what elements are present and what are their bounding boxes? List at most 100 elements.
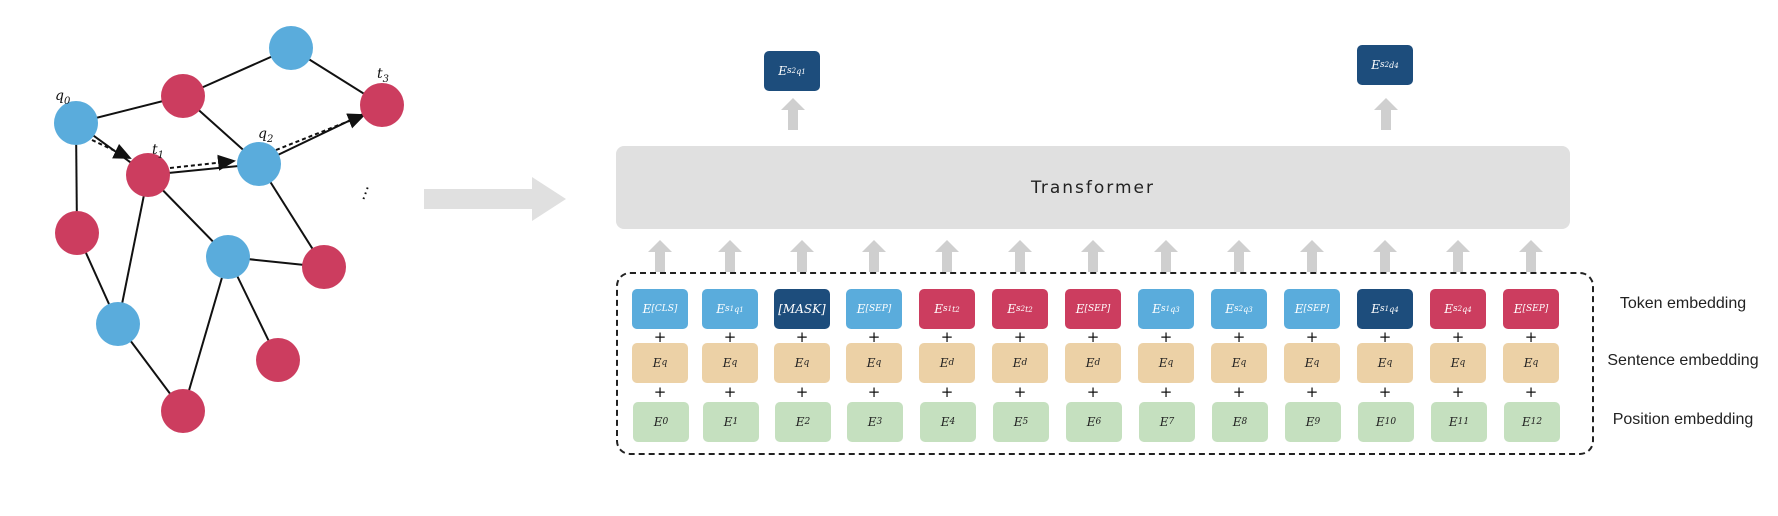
- up-arrow-icon: [1519, 240, 1543, 272]
- plus-sign: +: [1451, 328, 1465, 346]
- node-t3: [360, 83, 404, 127]
- embedding-container: [616, 272, 1594, 455]
- up-arrow-icon: [1008, 240, 1032, 272]
- plus-sign: +: [1232, 383, 1246, 401]
- knowledge-graph: q0 t1 q2 t3 ⋯: [54, 26, 404, 433]
- ellipsis-label: ⋯: [353, 182, 376, 204]
- up-arrow-icon: [1374, 98, 1398, 130]
- node-red: [161, 389, 205, 433]
- plus-sign: +: [1524, 383, 1538, 401]
- plus-sign: +: [1305, 328, 1319, 346]
- transformer-block: Transformer: [616, 146, 1570, 229]
- plus-sign: +: [1524, 328, 1538, 346]
- plus-sign: +: [1086, 383, 1100, 401]
- plus-sign: +: [1378, 328, 1392, 346]
- label-q0: q0: [55, 88, 71, 107]
- node-red: [256, 338, 300, 382]
- plus-sign: +: [1013, 328, 1027, 346]
- token-embedding-label: Token embedding: [1619, 295, 1747, 312]
- big-right-arrow-icon: [424, 177, 566, 221]
- walk-arrow: [169, 154, 236, 171]
- token-embedding: E[SEP]: [1503, 289, 1559, 329]
- node-blue: [269, 26, 313, 70]
- up-arrow-icon: [1154, 240, 1178, 272]
- plus-sign: +: [653, 383, 667, 401]
- up-arrow-icon: [935, 240, 959, 272]
- up-arrow-icon: [1227, 240, 1251, 272]
- plus-sign: +: [867, 328, 881, 346]
- up-arrow-icon: [718, 240, 742, 272]
- token-embedding: E[SEP]: [846, 289, 902, 329]
- node-q0: [54, 101, 98, 145]
- up-arrow-icon: [1081, 240, 1105, 272]
- plus-sign: +: [940, 328, 954, 346]
- plus-sign: +: [795, 328, 809, 346]
- walk-arrow: [91, 139, 132, 159]
- label-q2: q2: [258, 126, 273, 145]
- up-arrow-icon: [1373, 240, 1397, 272]
- up-arrow-icon: [648, 240, 672, 272]
- plus-sign: +: [867, 383, 881, 401]
- token-embedding: E[SEP]: [1284, 289, 1340, 329]
- up-arrow-icon: [1300, 240, 1324, 272]
- label-t3: t3: [377, 66, 389, 85]
- up-arrow-icon: [790, 240, 814, 272]
- plus-sign: +: [1086, 328, 1100, 346]
- graph-edges: [75, 47, 383, 412]
- sentence-embedding-label: Sentence embedding: [1607, 352, 1759, 369]
- plus-sign: +: [1305, 383, 1319, 401]
- plus-sign: +: [723, 383, 737, 401]
- plus-sign: +: [1159, 328, 1173, 346]
- walk-arrow: [275, 113, 366, 151]
- plus-sign: +: [1451, 383, 1465, 401]
- plus-sign: +: [653, 328, 667, 346]
- plus-sign: +: [1159, 383, 1173, 401]
- plus-sign: +: [1378, 383, 1392, 401]
- graph-nodes: [54, 26, 404, 433]
- up-arrow-icon: [1446, 240, 1470, 272]
- node-red: [55, 211, 99, 255]
- position-embedding-label: Position embedding: [1612, 411, 1754, 428]
- token-embedding: E[SEP]: [1065, 289, 1121, 329]
- node-blue: [206, 235, 250, 279]
- label-t1: t1: [152, 142, 164, 161]
- node-blue: [96, 302, 140, 346]
- plus-sign: +: [723, 328, 737, 346]
- node-red: [302, 245, 346, 289]
